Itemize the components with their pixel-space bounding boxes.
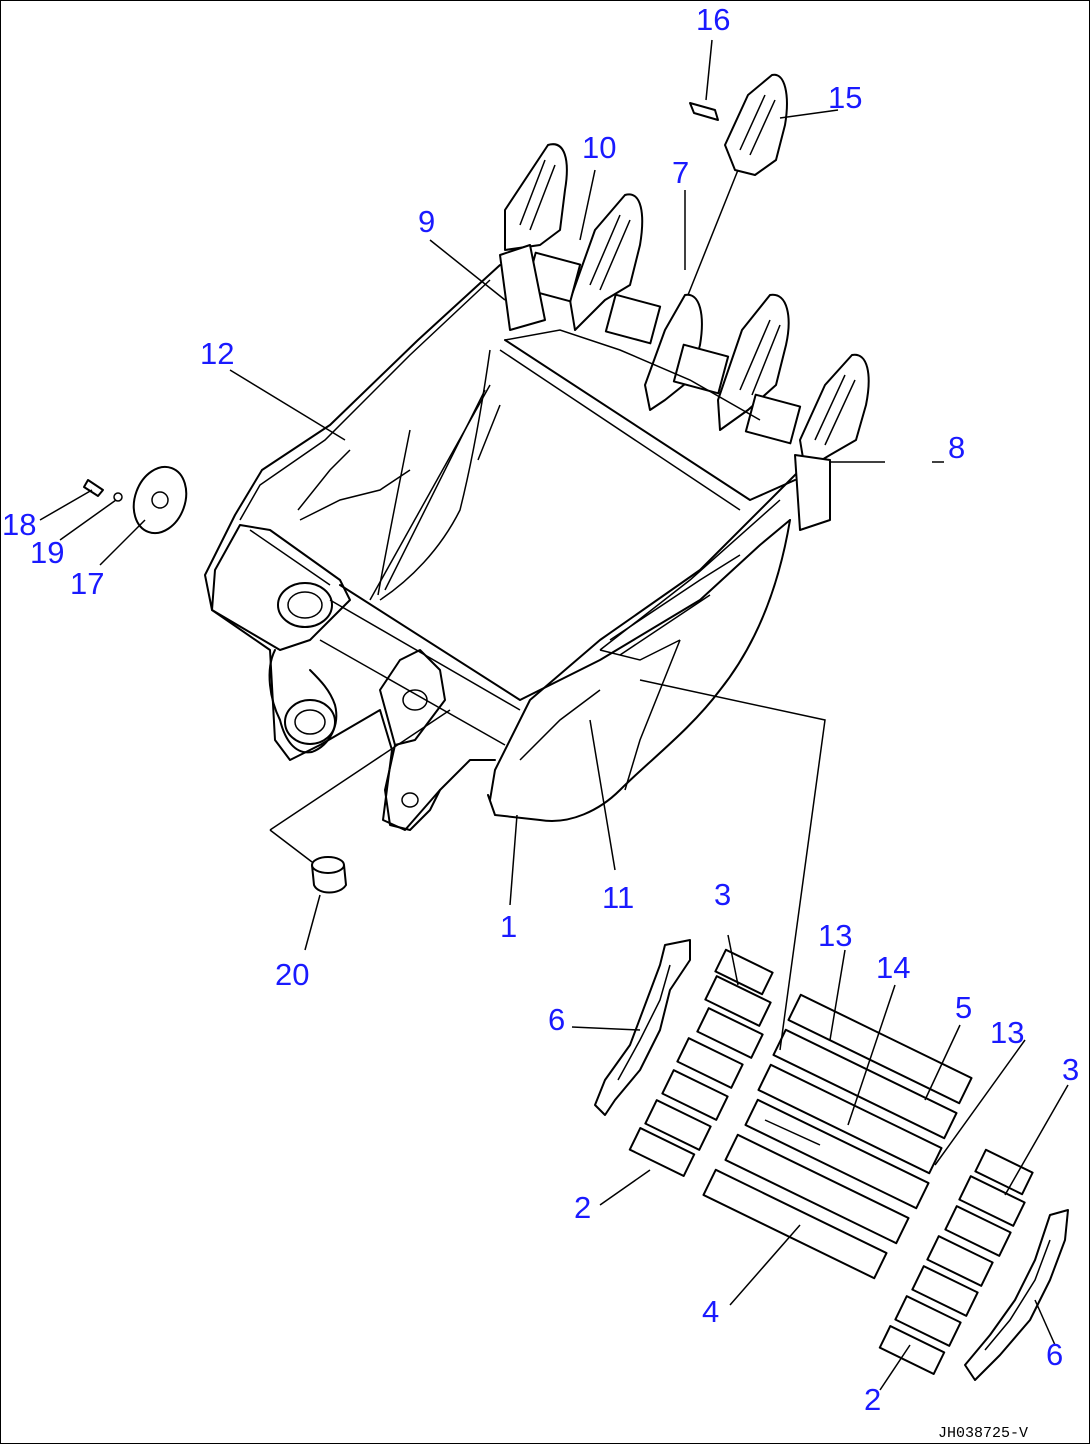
corner-adapter-right [794, 454, 831, 531]
callout-17: 17 [70, 566, 104, 601]
tooth [799, 353, 870, 471]
callout-5: 5 [955, 990, 972, 1025]
shim-plate [132, 465, 188, 535]
drawing-code: JH038725-V [938, 1425, 1028, 1442]
callout-7: 7 [672, 155, 689, 190]
adapter [672, 343, 730, 395]
callout-numbers: 16 15 10 7 9 12 8 18 19 17 3 11 1 13 14 … [2, 2, 1079, 1417]
wear-plates [594, 939, 1069, 1381]
tooth [717, 293, 790, 431]
callout-11: 11 [602, 880, 634, 915]
callout-13-upper: 13 [818, 918, 852, 953]
callout-9: 9 [418, 204, 435, 239]
callout-2-left: 2 [574, 1190, 591, 1225]
callout-8: 8 [948, 430, 965, 465]
callout-4: 4 [702, 1294, 719, 1329]
teeth-row [499, 143, 870, 531]
lower-pin-boss [284, 699, 336, 745]
tooth-pin [689, 102, 719, 121]
callout-2-right: 2 [864, 1382, 881, 1417]
callout-3-upper: 3 [714, 877, 731, 912]
callout-10: 10 [582, 130, 616, 165]
corner-adapter-left [499, 244, 546, 331]
callout-3-lower: 3 [1062, 1052, 1079, 1087]
callout-20: 20 [275, 957, 309, 992]
callout-12: 12 [200, 336, 234, 371]
bushing [311, 856, 347, 894]
callout-19: 19 [30, 535, 64, 570]
tooth [569, 193, 644, 331]
adapter [744, 393, 802, 445]
callout-18: 18 [2, 507, 36, 542]
leader-lines [39, 39, 1069, 1391]
callout-6-right: 6 [1046, 1337, 1063, 1372]
bolt [83, 479, 104, 497]
tooth [504, 143, 568, 251]
bucket-body [204, 264, 801, 831]
replacement-tooth [724, 73, 788, 176]
callout-14: 14 [876, 950, 910, 985]
adapter [604, 293, 662, 345]
upper-pin-boss [277, 582, 333, 628]
washer [113, 492, 123, 502]
callout-16: 16 [696, 2, 730, 37]
callout-1: 1 [500, 909, 517, 944]
callout-13-lower: 13 [990, 1015, 1024, 1050]
callout-15: 15 [828, 80, 862, 115]
callout-6-left: 6 [548, 1002, 565, 1037]
